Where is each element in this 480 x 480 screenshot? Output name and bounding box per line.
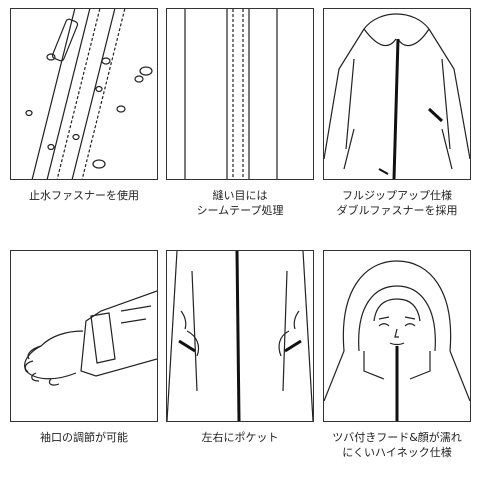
caption-line: シームテープ処理 xyxy=(196,204,284,217)
hood-drawing xyxy=(324,260,470,421)
panel-side-pockets: 左右にポケット xyxy=(166,250,314,445)
caption-side-pockets: 左右にポケット xyxy=(166,430,314,445)
caption-hood-high-neck: ツバ付きフード&顔が濡れ にくいハイネック仕様 xyxy=(323,430,471,460)
pocket-drawing xyxy=(167,251,313,421)
caption-line: にくいハイネック仕様 xyxy=(342,446,452,459)
caption-line: 袖口の調節が可能 xyxy=(40,431,128,444)
panel-cuff-adjust: 袖口の調節が可能 xyxy=(10,250,158,445)
zipper-drawing xyxy=(25,9,153,179)
caption-line: ダブルファスナーを採用 xyxy=(336,204,458,217)
sleeve-drawing xyxy=(24,290,157,386)
illustration-cuff-adjust xyxy=(10,250,158,422)
caption-line: 止水ファスナーを使用 xyxy=(29,189,139,202)
seam-drawing xyxy=(184,9,278,179)
panel-waterproof-zipper: 止水ファスナーを使用 xyxy=(10,8,158,203)
illustration-side-pockets xyxy=(166,250,314,422)
caption-line: 左右にポケット xyxy=(201,431,279,444)
caption-seam-tape: 縫い目には シームテープ処理 xyxy=(166,188,314,218)
caption-line: ツバ付きフード&顔が濡れ xyxy=(332,431,462,444)
panel-hood-high-neck: ツバ付きフード&顔が濡れ にくいハイネック仕様 xyxy=(323,250,471,460)
caption-waterproof-zipper: 止水ファスナーを使用 xyxy=(10,188,158,203)
panel-full-zip: フルジップアップ仕様 ダブルファスナーを採用 xyxy=(323,8,471,218)
panel-seam-tape: 縫い目には シームテープ処理 xyxy=(166,8,314,218)
coat-drawing xyxy=(324,13,470,179)
caption-line: 縫い目には xyxy=(212,189,268,202)
illustration-seam-tape xyxy=(166,8,314,180)
caption-line: フルジップアップ仕様 xyxy=(342,189,452,202)
illustration-waterproof-zipper xyxy=(10,8,158,180)
caption-cuff-adjust: 袖口の調節が可能 xyxy=(10,430,158,445)
caption-full-zip: フルジップアップ仕様 ダブルファスナーを採用 xyxy=(323,188,471,218)
illustration-full-zip xyxy=(323,8,471,180)
illustration-hood-high-neck xyxy=(323,250,471,422)
